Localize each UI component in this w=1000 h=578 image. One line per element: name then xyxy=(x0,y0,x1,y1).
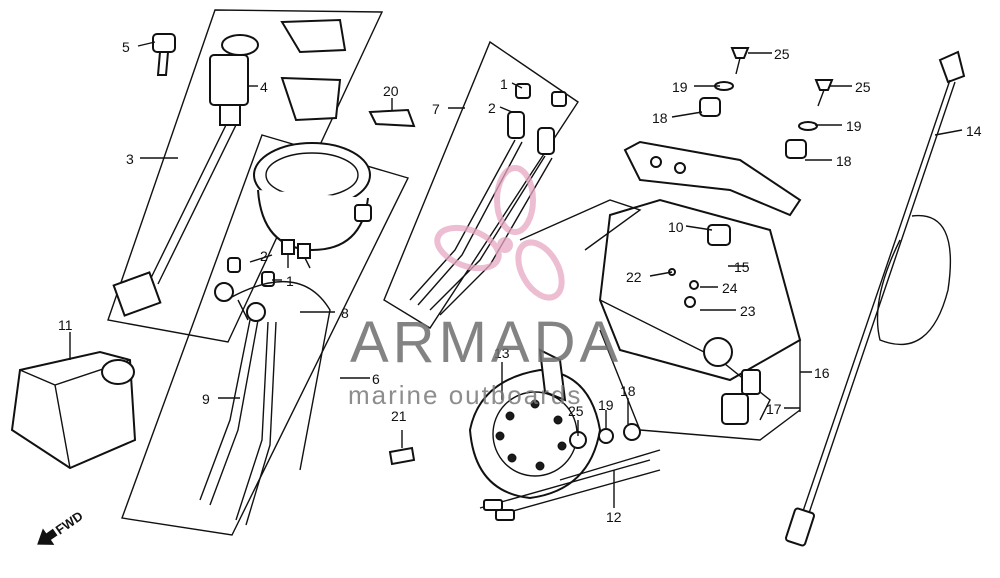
watermark-tagline: marine outboards xyxy=(348,380,582,410)
label-part-7: 7 xyxy=(432,101,440,117)
meter-stay xyxy=(519,140,802,441)
fwd-label: FWD xyxy=(53,508,86,537)
leader-lines xyxy=(69,41,963,508)
label-part-2-meter: 2 xyxy=(260,248,268,264)
label-part-25-top: 25 xyxy=(774,46,790,62)
label-part-10: 10 xyxy=(668,219,684,235)
label-part-15: 15 xyxy=(734,259,750,275)
meter-assembly xyxy=(253,142,372,269)
label-part-1-harness: 1 xyxy=(500,76,508,92)
label-part-19-top: 19 xyxy=(672,79,688,95)
screw-21 xyxy=(388,430,416,466)
label-part-19-bottom: 19 xyxy=(598,397,614,413)
label-part-11: 11 xyxy=(58,317,73,333)
label-part-9: 9 xyxy=(202,391,210,407)
gauge-harness xyxy=(479,449,661,521)
label-part-16: 16 xyxy=(814,365,830,381)
label-part-22: 22 xyxy=(626,269,642,285)
label-part-24: 24 xyxy=(722,280,738,296)
label-part-6: 6 xyxy=(372,371,380,387)
label-part-19-right: 19 xyxy=(846,118,862,134)
label-part-1-meter: 1 xyxy=(286,273,294,289)
rubber-cap xyxy=(368,108,416,128)
meter-harness xyxy=(199,280,331,526)
harness-sockets xyxy=(409,83,567,316)
label-part-14: 14 xyxy=(966,123,982,139)
harness-group-frame xyxy=(383,40,579,329)
label-part-18-right: 18 xyxy=(836,153,852,169)
forward-arrow-icon: FWD xyxy=(37,508,86,545)
speedometer-cable xyxy=(785,50,966,547)
watermark-brand: ARMADA xyxy=(350,310,622,375)
label-part-21: 21 xyxy=(391,408,407,424)
label-part-20: 20 xyxy=(383,83,399,99)
label-part-18-top: 18 xyxy=(652,110,668,126)
label-part-8: 8 xyxy=(341,305,349,321)
gauge-unit xyxy=(468,348,602,500)
label-part-5: 5 xyxy=(122,39,130,55)
label-part-3: 3 xyxy=(126,151,134,167)
ignition-switch xyxy=(112,34,259,317)
label-part-23: 23 xyxy=(740,303,756,319)
gauge-fasteners xyxy=(569,423,641,449)
label-part-2-harness: 2 xyxy=(488,100,496,116)
label-part-25-bottom: 25 xyxy=(568,403,584,419)
ignition-key xyxy=(152,33,176,76)
brand-logo-icon xyxy=(434,165,565,301)
switch-bracket xyxy=(280,18,347,122)
label-part-17: 17 xyxy=(766,401,782,417)
indicator-light xyxy=(10,350,137,470)
label-part-25-right: 25 xyxy=(855,79,871,95)
stay-grommets xyxy=(668,47,834,308)
label-part-12: 12 xyxy=(606,509,622,525)
label-part-13: 13 xyxy=(494,345,510,361)
label-part-18-bottom: 18 xyxy=(620,383,636,399)
label-part-4: 4 xyxy=(260,79,268,95)
switch-group-frame xyxy=(107,9,384,343)
